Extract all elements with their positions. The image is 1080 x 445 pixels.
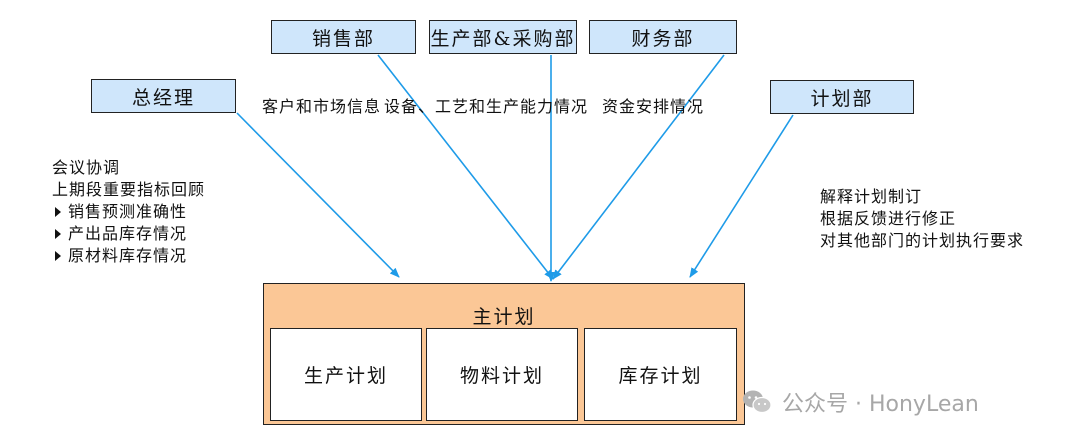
gm-bullet-text: 原材料库存情况 [68, 246, 188, 265]
dept-sales: 销售部 [271, 20, 416, 54]
subplan-inventory-label: 库存计划 [618, 365, 703, 387]
dept-planning: 计划部 [770, 80, 914, 114]
subplan-material-label: 物料计划 [459, 365, 544, 387]
watermark-text: 公众号 · HonyLean [782, 392, 979, 417]
gm-bullet-text: 产出品库存情况 [68, 224, 188, 243]
wechat-icon [743, 390, 772, 414]
dept-general-manager-label: 总经理 [131, 86, 195, 109]
subplan-production-label: 生产计划 [303, 365, 388, 387]
bullet-icon [55, 229, 61, 239]
master-plan-title: 主计划 [472, 306, 536, 328]
planning-notes: 解释计划制订 根据反馈进行修正 对其他部门的计划执行要求 [820, 186, 1024, 252]
bullet-icon [55, 251, 61, 261]
subplan-material: 物料计划 [426, 328, 578, 421]
gm-note-bullet: 原材料库存情况 [52, 245, 205, 267]
planning-note-line: 对其他部门的计划执行要求 [820, 231, 1025, 250]
subplan-production: 生产计划 [270, 328, 422, 421]
gm-note-bullet: 销售预测准确性 [52, 201, 205, 223]
dept-sales-label: 销售部 [311, 27, 375, 50]
arrow-gm-to-plan [236, 112, 400, 278]
dept-production-procurement-label: 生产部&采购部 [430, 27, 576, 50]
flow-label-funds: 资金安排情况 [602, 97, 705, 116]
dept-planning-label: 计划部 [810, 87, 874, 110]
planning-note-line: 解释计划制订 [820, 187, 923, 206]
dept-finance: 财务部 [589, 20, 737, 54]
gm-note-bullet: 产出品库存情况 [52, 223, 205, 245]
gm-note-line2: 上期段重要指标回顾 [52, 180, 206, 199]
gm-note-line1: 会议协调 [52, 158, 121, 177]
flow-label-equipment-capacity: 设备、工艺和生产能力情况 [384, 97, 589, 116]
arrow-sales-to-plan [377, 54, 554, 280]
dept-finance-label: 财务部 [631, 27, 695, 50]
flow-label-customer-market: 客户和市场信息 [262, 97, 382, 116]
bullet-icon [55, 207, 61, 217]
planning-note-line: 根据反馈进行修正 [820, 209, 957, 228]
watermark: 公众号 · HonyLean [742, 386, 979, 418]
master-plan-box: 主计划 生产计划 物料计划 库存计划 [263, 283, 745, 425]
dept-general-manager: 总经理 [91, 79, 236, 113]
subplan-inventory: 库存计划 [584, 328, 737, 421]
gm-notes: 会议协调 上期段重要指标回顾 销售预测准确性 产出品库存情况 原材料库存情况 [52, 157, 205, 267]
arrow-planning-to-plan [689, 114, 794, 278]
gm-bullet-text: 销售预测准确性 [68, 202, 188, 221]
arrow-finance-to-plan [552, 54, 725, 280]
dept-production-procurement: 生产部&采购部 [429, 20, 577, 54]
